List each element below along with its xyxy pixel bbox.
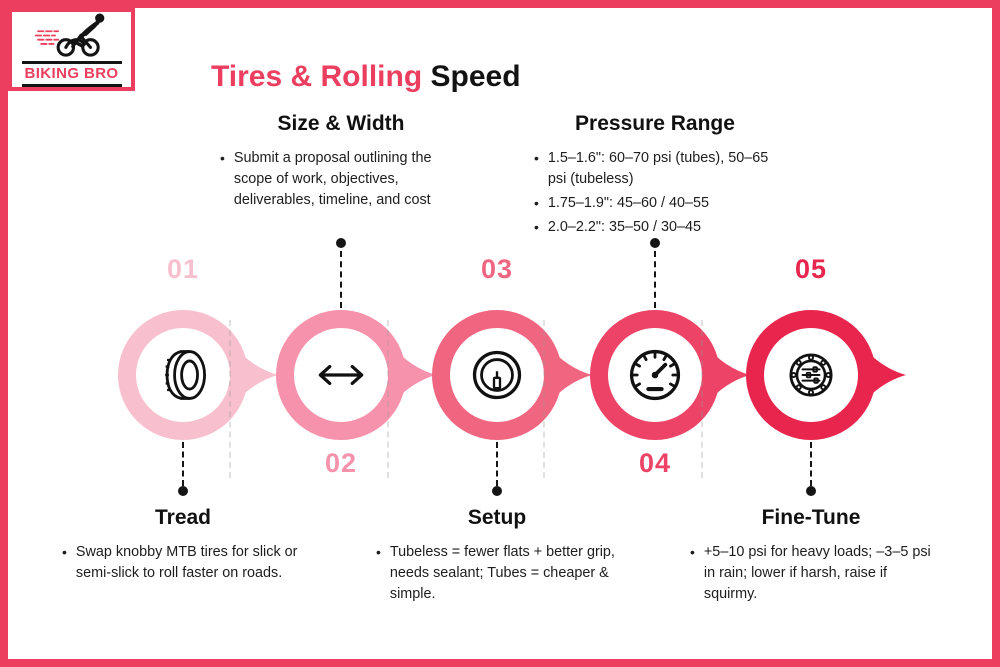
brand-name: BIKING BRO <box>21 60 122 87</box>
guide-line <box>701 320 703 478</box>
bullet-marker: • <box>534 150 539 166</box>
dashed-connector <box>496 442 498 486</box>
step-text-tread: Tread • Swap knobby MTB tires for slick o… <box>56 506 310 587</box>
bullet-marker: • <box>534 219 539 236</box>
step-title: Setup <box>467 506 527 529</box>
width-arrow-icon <box>318 364 364 386</box>
bullet-text: 1.75–1.9": 45–60 / 40–55 <box>547 195 710 212</box>
bullet-text: 2.0–2.2": 35–50 / 30–45 <box>547 219 702 236</box>
guide-line <box>543 320 545 478</box>
step-title: Fine-Tune <box>761 506 861 529</box>
step-number: 03 <box>480 254 514 284</box>
bullet-text: Submit a proposal outlining the scope of… <box>233 150 432 209</box>
bullet-marker: • <box>690 544 695 560</box>
bullet-marker: • <box>376 544 381 560</box>
guide-line <box>387 320 389 478</box>
step-text-pressure-range: Pressure Range • 1.5–1.6": 60–70 psi (tub… <box>528 112 782 241</box>
dashed-connector <box>340 251 342 308</box>
bullet-item: • +5–10 psi for heavy loads; –3–5 psi in … <box>690 542 938 605</box>
connector-dot <box>806 486 816 496</box>
bullet-item: • 2.0–2.2": 35–50 / 30–45 <box>534 217 782 238</box>
bullet-text: +5–10 psi for heavy loads; –3–5 psi in r… <box>703 544 931 603</box>
step-number: 01 <box>166 254 200 284</box>
step-circle <box>590 310 720 440</box>
step-text-size-width: Size & Width • Submit a proposal outlinin… <box>214 112 468 214</box>
page-title-rest: Speed <box>430 60 521 94</box>
step-bullets: • 1.5–1.6": 60–70 psi (tubes), 50–65 psi … <box>528 148 782 238</box>
step-number: 04 <box>638 448 672 478</box>
page-title-accent: Tires & Rolling <box>211 60 423 94</box>
bullet-item: • Swap knobby MTB tires for slick or semi… <box>62 542 310 584</box>
bullet-item: • 1.75–1.9": 45–60 / 40–55 <box>534 193 782 214</box>
bullet-item: • Submit a proposal outlining the scope o… <box>220 148 468 211</box>
step-title: Pressure Range <box>575 112 735 135</box>
step-circle <box>276 310 406 440</box>
step-circle-inner <box>294 328 388 422</box>
step-title: Size & Width <box>277 112 405 135</box>
bullet-text: Swap knobby MTB tires for slick or semi-… <box>75 544 298 582</box>
connector-dot <box>336 238 346 248</box>
step-number: 05 <box>794 254 828 284</box>
connector-dot <box>178 486 188 496</box>
step-bullets: • +5–10 psi for heavy loads; –3–5 psi in … <box>684 542 938 605</box>
bullet-text: 1.5–1.6": 60–70 psi (tubes), 50–65 psi (… <box>547 150 769 188</box>
guide-line <box>229 320 231 478</box>
step-bullets: • Submit a proposal outlining the scope o… <box>214 148 468 211</box>
step-bullets: • Tubeless = fewer flats + better grip, n… <box>370 542 624 605</box>
brand-logo: BIKING BRO <box>8 8 135 91</box>
step-circle <box>118 310 248 440</box>
step-title: Tread <box>154 506 212 529</box>
step-text-setup: Setup • Tubeless = fewer flats + better g… <box>370 506 624 608</box>
step-circle <box>432 310 562 440</box>
step-circle-inner <box>450 328 544 422</box>
tire-icon <box>165 350 206 400</box>
bullet-item: • Tubeless = fewer flats + better grip, n… <box>376 542 624 605</box>
connector-dot <box>650 238 660 248</box>
step-number: 02 <box>324 448 358 478</box>
bullet-marker: • <box>534 195 539 212</box>
step-circle-inner <box>136 328 230 422</box>
connector-dot <box>492 486 502 496</box>
dashed-connector <box>654 251 656 308</box>
dashed-connector <box>810 442 812 486</box>
step-text-fine-tune: Fine-Tune • +5–10 psi for heavy loads; –3… <box>684 506 938 608</box>
valve-icon <box>472 350 522 400</box>
bullet-item: • 1.5–1.6": 60–70 psi (tubes), 50–65 psi … <box>534 148 782 190</box>
pressure-gauge-icon <box>629 349 681 401</box>
bullet-marker: • <box>62 544 67 560</box>
step-circle-inner <box>764 328 858 422</box>
tune-gear-icon <box>789 353 833 397</box>
step-circle-inner <box>608 328 702 422</box>
bullet-text: Tubeless = fewer flats + better grip, ne… <box>389 544 615 603</box>
step-bullets: • Swap knobby MTB tires for slick or semi… <box>56 542 310 584</box>
page-title: Tires & Rolling Speed <box>211 60 521 94</box>
step-circle <box>746 310 876 440</box>
dashed-connector <box>182 442 184 486</box>
cyclist-icon <box>34 13 104 57</box>
bullet-marker: • <box>220 150 225 166</box>
